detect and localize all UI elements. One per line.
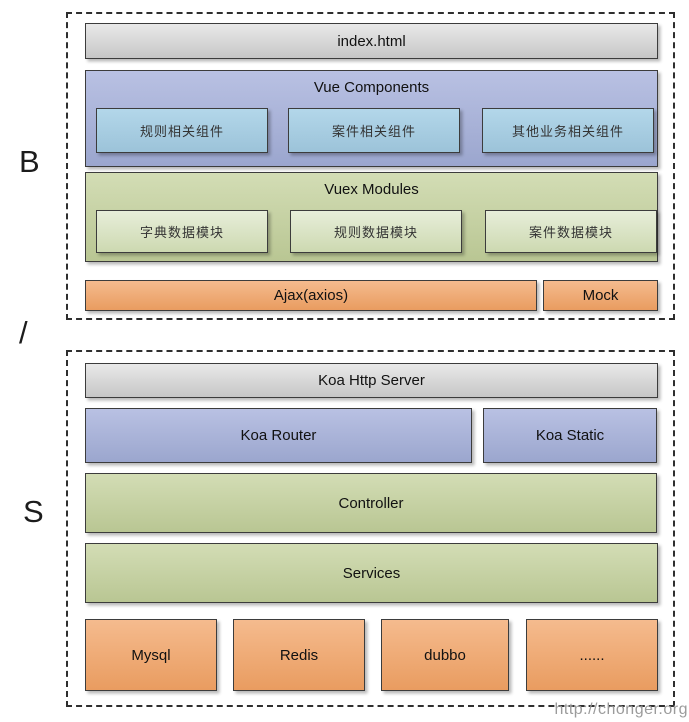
index-html-label: index.html <box>337 32 406 50</box>
watermark: http://chonger.org <box>554 701 688 718</box>
mock-box: Mock <box>543 280 658 311</box>
koa-router-label: Koa Router <box>240 427 317 444</box>
services-label: Services <box>342 564 401 582</box>
redis-label: Redis <box>279 646 319 664</box>
index-html-box: index.html <box>85 23 658 59</box>
vuex-rule-module-label: 规则数据模块 <box>333 226 418 241</box>
browser-tier-label: B <box>19 144 40 179</box>
other-backend-box: ...... <box>526 619 658 691</box>
vuex-modules-title: Vuex Modules <box>324 181 419 198</box>
services-box: Services <box>85 543 658 603</box>
vue-case-components-label: 案件相关组件 <box>331 125 416 140</box>
vue-rule-components-label: 规则相关组件 <box>139 125 224 140</box>
other-backend-label: ...... <box>579 646 605 664</box>
tier-separator-label: / <box>19 315 28 350</box>
koa-router-box: Koa Router <box>85 408 472 463</box>
mock-label: Mock <box>582 287 619 304</box>
vue-case-components-box: 案件相关组件 <box>288 108 460 153</box>
browser-tier-boundary <box>66 12 675 320</box>
vuex-rule-module-box: 规则数据模块 <box>290 210 462 253</box>
vuex-modules-box: Vuex Modules 字典数据模块 规则数据模块 案件数据模块 <box>85 172 658 262</box>
koa-http-server-box: Koa Http Server <box>85 363 658 398</box>
koa-static-label: Koa Static <box>535 427 605 444</box>
koa-http-server-label: Koa Http Server <box>318 372 425 389</box>
vuex-case-module-box: 案件数据模块 <box>485 210 657 253</box>
vue-components-box: Vue Components 规则相关组件 案件相关组件 其他业务相关组件 <box>85 70 658 167</box>
ajax-box: Ajax(axios) <box>85 280 537 311</box>
vue-components-title: Vue Components <box>313 79 430 96</box>
vue-other-components-box: 其他业务相关组件 <box>482 108 654 153</box>
koa-static-box: Koa Static <box>483 408 657 463</box>
controller-box: Controller <box>85 473 657 533</box>
controller-label: Controller <box>338 494 404 512</box>
dubbo-box: dubbo <box>381 619 509 691</box>
mysql-label: Mysql <box>131 646 171 664</box>
redis-box: Redis <box>233 619 365 691</box>
dubbo-label: dubbo <box>424 646 466 664</box>
vuex-case-module-label: 案件数据模块 <box>528 226 613 241</box>
server-tier-label: S <box>23 494 44 529</box>
vuex-dict-module-box: 字典数据模块 <box>96 210 268 253</box>
vuex-dict-module-label: 字典数据模块 <box>139 226 224 241</box>
vue-rule-components-box: 规则相关组件 <box>96 108 268 153</box>
mysql-box: Mysql <box>85 619 217 691</box>
server-tier-boundary <box>66 350 675 707</box>
vue-other-components-label: 其他业务相关组件 <box>511 125 624 140</box>
ajax-label: Ajax(axios) <box>273 287 349 304</box>
